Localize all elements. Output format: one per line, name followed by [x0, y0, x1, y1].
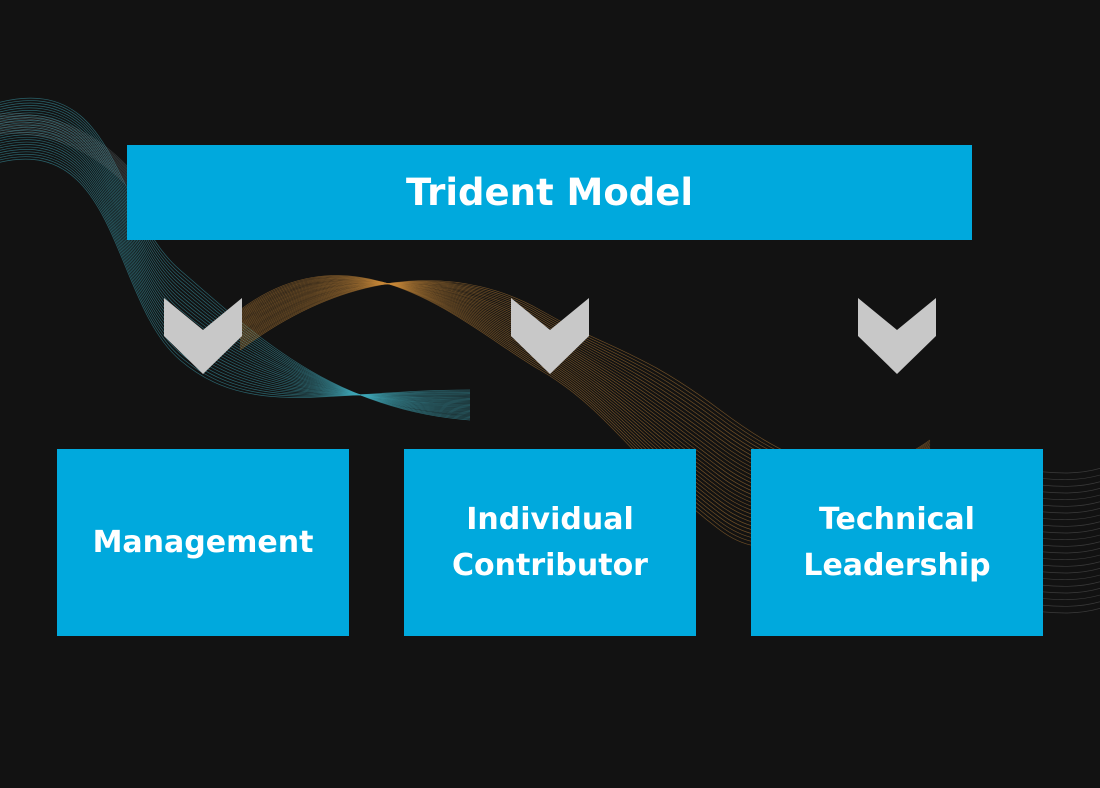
wave-line	[0, 120, 136, 183]
wave-line	[0, 117, 136, 180]
wave-line	[0, 130, 136, 193]
title-box: Trident Model	[127, 145, 972, 240]
individual-contributor-label: Individual Contributor	[452, 501, 648, 583]
management-label: Management	[92, 524, 314, 560]
technical-leadership-box: Technical Leadership	[751, 449, 1043, 636]
wave-line	[0, 119, 136, 182]
wave-line	[0, 114, 136, 177]
wave-line	[0, 116, 136, 179]
wave-line	[0, 122, 136, 185]
title-text: Trident Model	[405, 171, 694, 214]
chevron-down-icon	[511, 298, 589, 374]
chevron-down-icon	[164, 298, 242, 374]
wave-line	[0, 113, 136, 176]
wave-line	[0, 128, 136, 191]
wave-line	[0, 158, 471, 398]
wave-line	[0, 125, 136, 188]
wave-line	[0, 131, 136, 194]
wave-line	[0, 127, 136, 190]
wave-line	[0, 133, 136, 196]
wave-line	[0, 124, 136, 186]
individual-contributor-box: Individual Contributor	[404, 449, 696, 636]
chevron-down-icon	[858, 298, 936, 374]
technical-leadership-label: Technical Leadership	[803, 501, 991, 583]
management-box: Management	[57, 449, 349, 636]
